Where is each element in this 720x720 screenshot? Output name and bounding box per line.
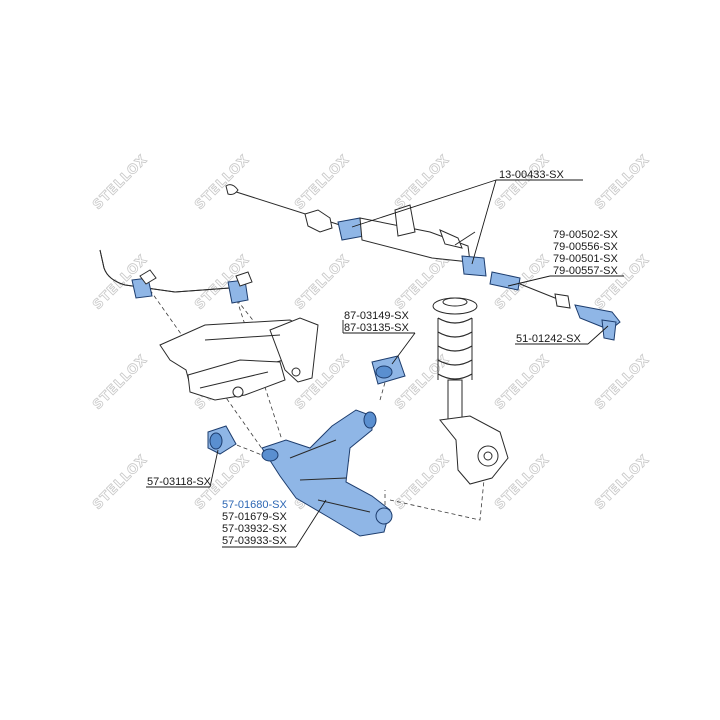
label-arm-bushing[interactable]: 57-03118-SX	[147, 476, 212, 488]
label-tie-rod-end[interactable]: 51-01242-SX	[516, 333, 581, 345]
label-tie-rod-4[interactable]: 79-00557-SX	[553, 265, 618, 277]
steering-rack	[225, 184, 487, 277]
label-stab-bush-2[interactable]: 87-03135-SX	[344, 322, 409, 334]
tie-rod	[489, 271, 571, 309]
strut-assembly	[432, 297, 509, 485]
watermark-text: STELLOX	[292, 252, 353, 313]
watermark-text: STELLOX	[90, 352, 151, 413]
watermark-text: STELLOX	[90, 152, 151, 213]
label-control-arm-3[interactable]: 57-03932-SX	[222, 523, 287, 535]
subframe	[159, 317, 319, 401]
watermark-text: STELLOX	[592, 152, 653, 213]
label-stab-bush-1[interactable]: 87-03149-SX	[344, 310, 409, 322]
leader-lines	[146, 179, 624, 548]
part-labels: 13-00433-SX 79-00502-SX 79-00556-SX 79-0…	[147, 169, 618, 547]
tie-rod-end	[574, 304, 621, 341]
label-control-arm-1[interactable]: 57-01680-SX	[222, 499, 287, 511]
label-control-arm-4[interactable]: 57-03933-SX	[222, 535, 287, 547]
watermark-text: STELLOX	[90, 452, 151, 513]
stabilizer-bar	[99, 249, 253, 304]
watermark-text: STELLOX	[492, 152, 553, 213]
watermark-text: STELLOX	[392, 452, 453, 513]
stabilizer-bushing	[371, 355, 406, 385]
arm-bushing	[207, 425, 237, 455]
label-tie-rod-2[interactable]: 79-00556-SX	[553, 241, 618, 253]
label-tie-rod-3[interactable]: 79-00501-SX	[553, 253, 618, 265]
label-tie-rod-1[interactable]: 79-00502-SX	[553, 229, 618, 241]
label-steering-rack[interactable]: 13-00433-SX	[499, 169, 564, 181]
watermark-text: STELLOX	[192, 152, 253, 213]
watermark-text: STELLOX	[492, 352, 553, 413]
control-arm	[261, 409, 393, 537]
label-control-arm-2[interactable]: 57-01679-SX	[222, 511, 287, 523]
watermark-text: STELLOX	[292, 152, 353, 213]
watermark-text: STELLOX	[392, 352, 453, 413]
watermark-text: STELLOX	[592, 352, 653, 413]
watermark-text: STELLOX	[592, 452, 653, 513]
